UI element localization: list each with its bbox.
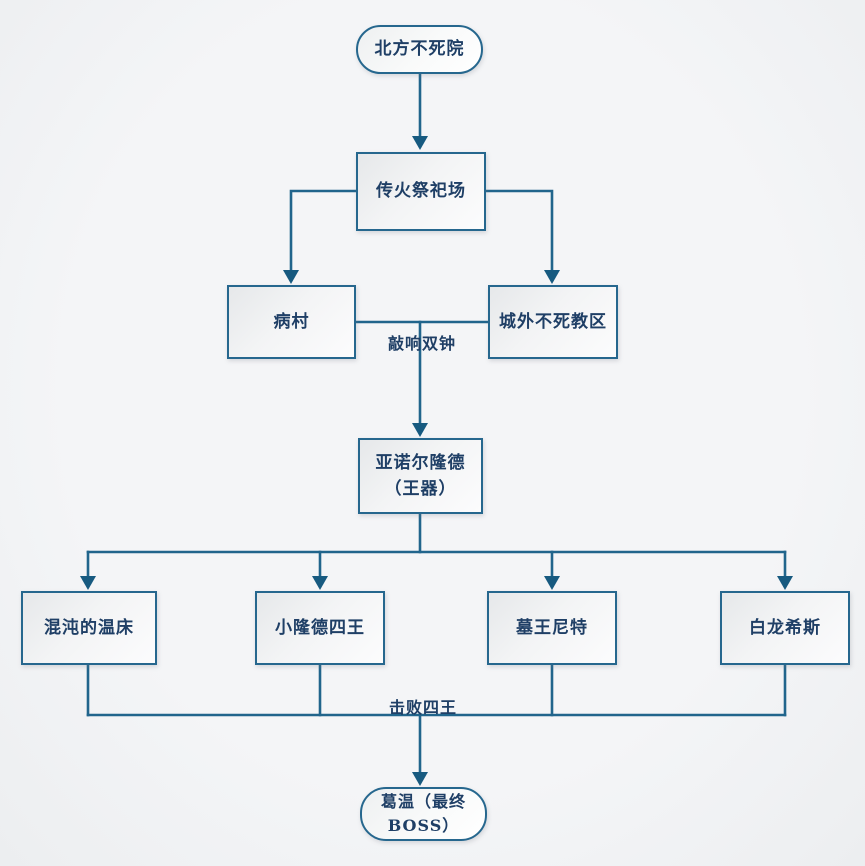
node-seath-the-scaleless: 白龙希斯: [720, 591, 850, 665]
arrowhead-parish: [544, 270, 560, 284]
arrowhead-chaos: [80, 576, 96, 590]
node-label: 病村: [273, 311, 310, 332]
node-gwyn-final-boss: 葛温（最终BOSS）: [360, 787, 487, 841]
node-northern-undead-asylum: 北方不死院: [356, 25, 483, 74]
arrowhead-gwyn: [412, 772, 428, 786]
node-label: 亚诺尔隆德（王器）: [375, 452, 466, 499]
node-label: 北方不死院: [374, 38, 465, 59]
node-label: 葛温（最终BOSS）: [380, 792, 466, 835]
arrowhead-firelink: [412, 136, 428, 150]
arrowhead-seath: [777, 576, 793, 590]
arrowhead-nito: [544, 576, 560, 590]
node-four-kings: 小隆德四王: [255, 591, 385, 665]
node-label: 城外不死教区: [499, 311, 607, 332]
arrowhead-kings: [312, 576, 328, 590]
edge-label-ring-bells: 敲响双钟: [387, 334, 456, 353]
node-blighttown: 病村: [227, 285, 356, 359]
connector-firelink-parish: [483, 189, 554, 273]
node-label: 传火祭祀场: [376, 181, 466, 202]
node-label: 墓王尼特: [516, 617, 588, 638]
edge-label-defeat-four-kings: 击败四王: [388, 698, 457, 717]
node-gravelord-nito: 墓王尼特: [487, 591, 617, 665]
node-undead-parish: 城外不死教区: [488, 285, 618, 359]
node-firelink-shrine: 传火祭祀场: [356, 152, 486, 231]
arrowhead-blighttown: [283, 270, 299, 284]
node-anor-londo-lordvessel: 亚诺尔隆德（王器）: [358, 438, 483, 514]
node-label: 白龙希斯: [749, 617, 821, 638]
node-label: 混沌的温床: [44, 617, 134, 638]
node-bed-of-chaos: 混沌的温床: [21, 591, 157, 665]
node-label: 小隆德四王: [275, 617, 365, 638]
arrowhead-anorlondo: [412, 423, 428, 437]
connector-firelink-blighttown: [289, 189, 359, 273]
